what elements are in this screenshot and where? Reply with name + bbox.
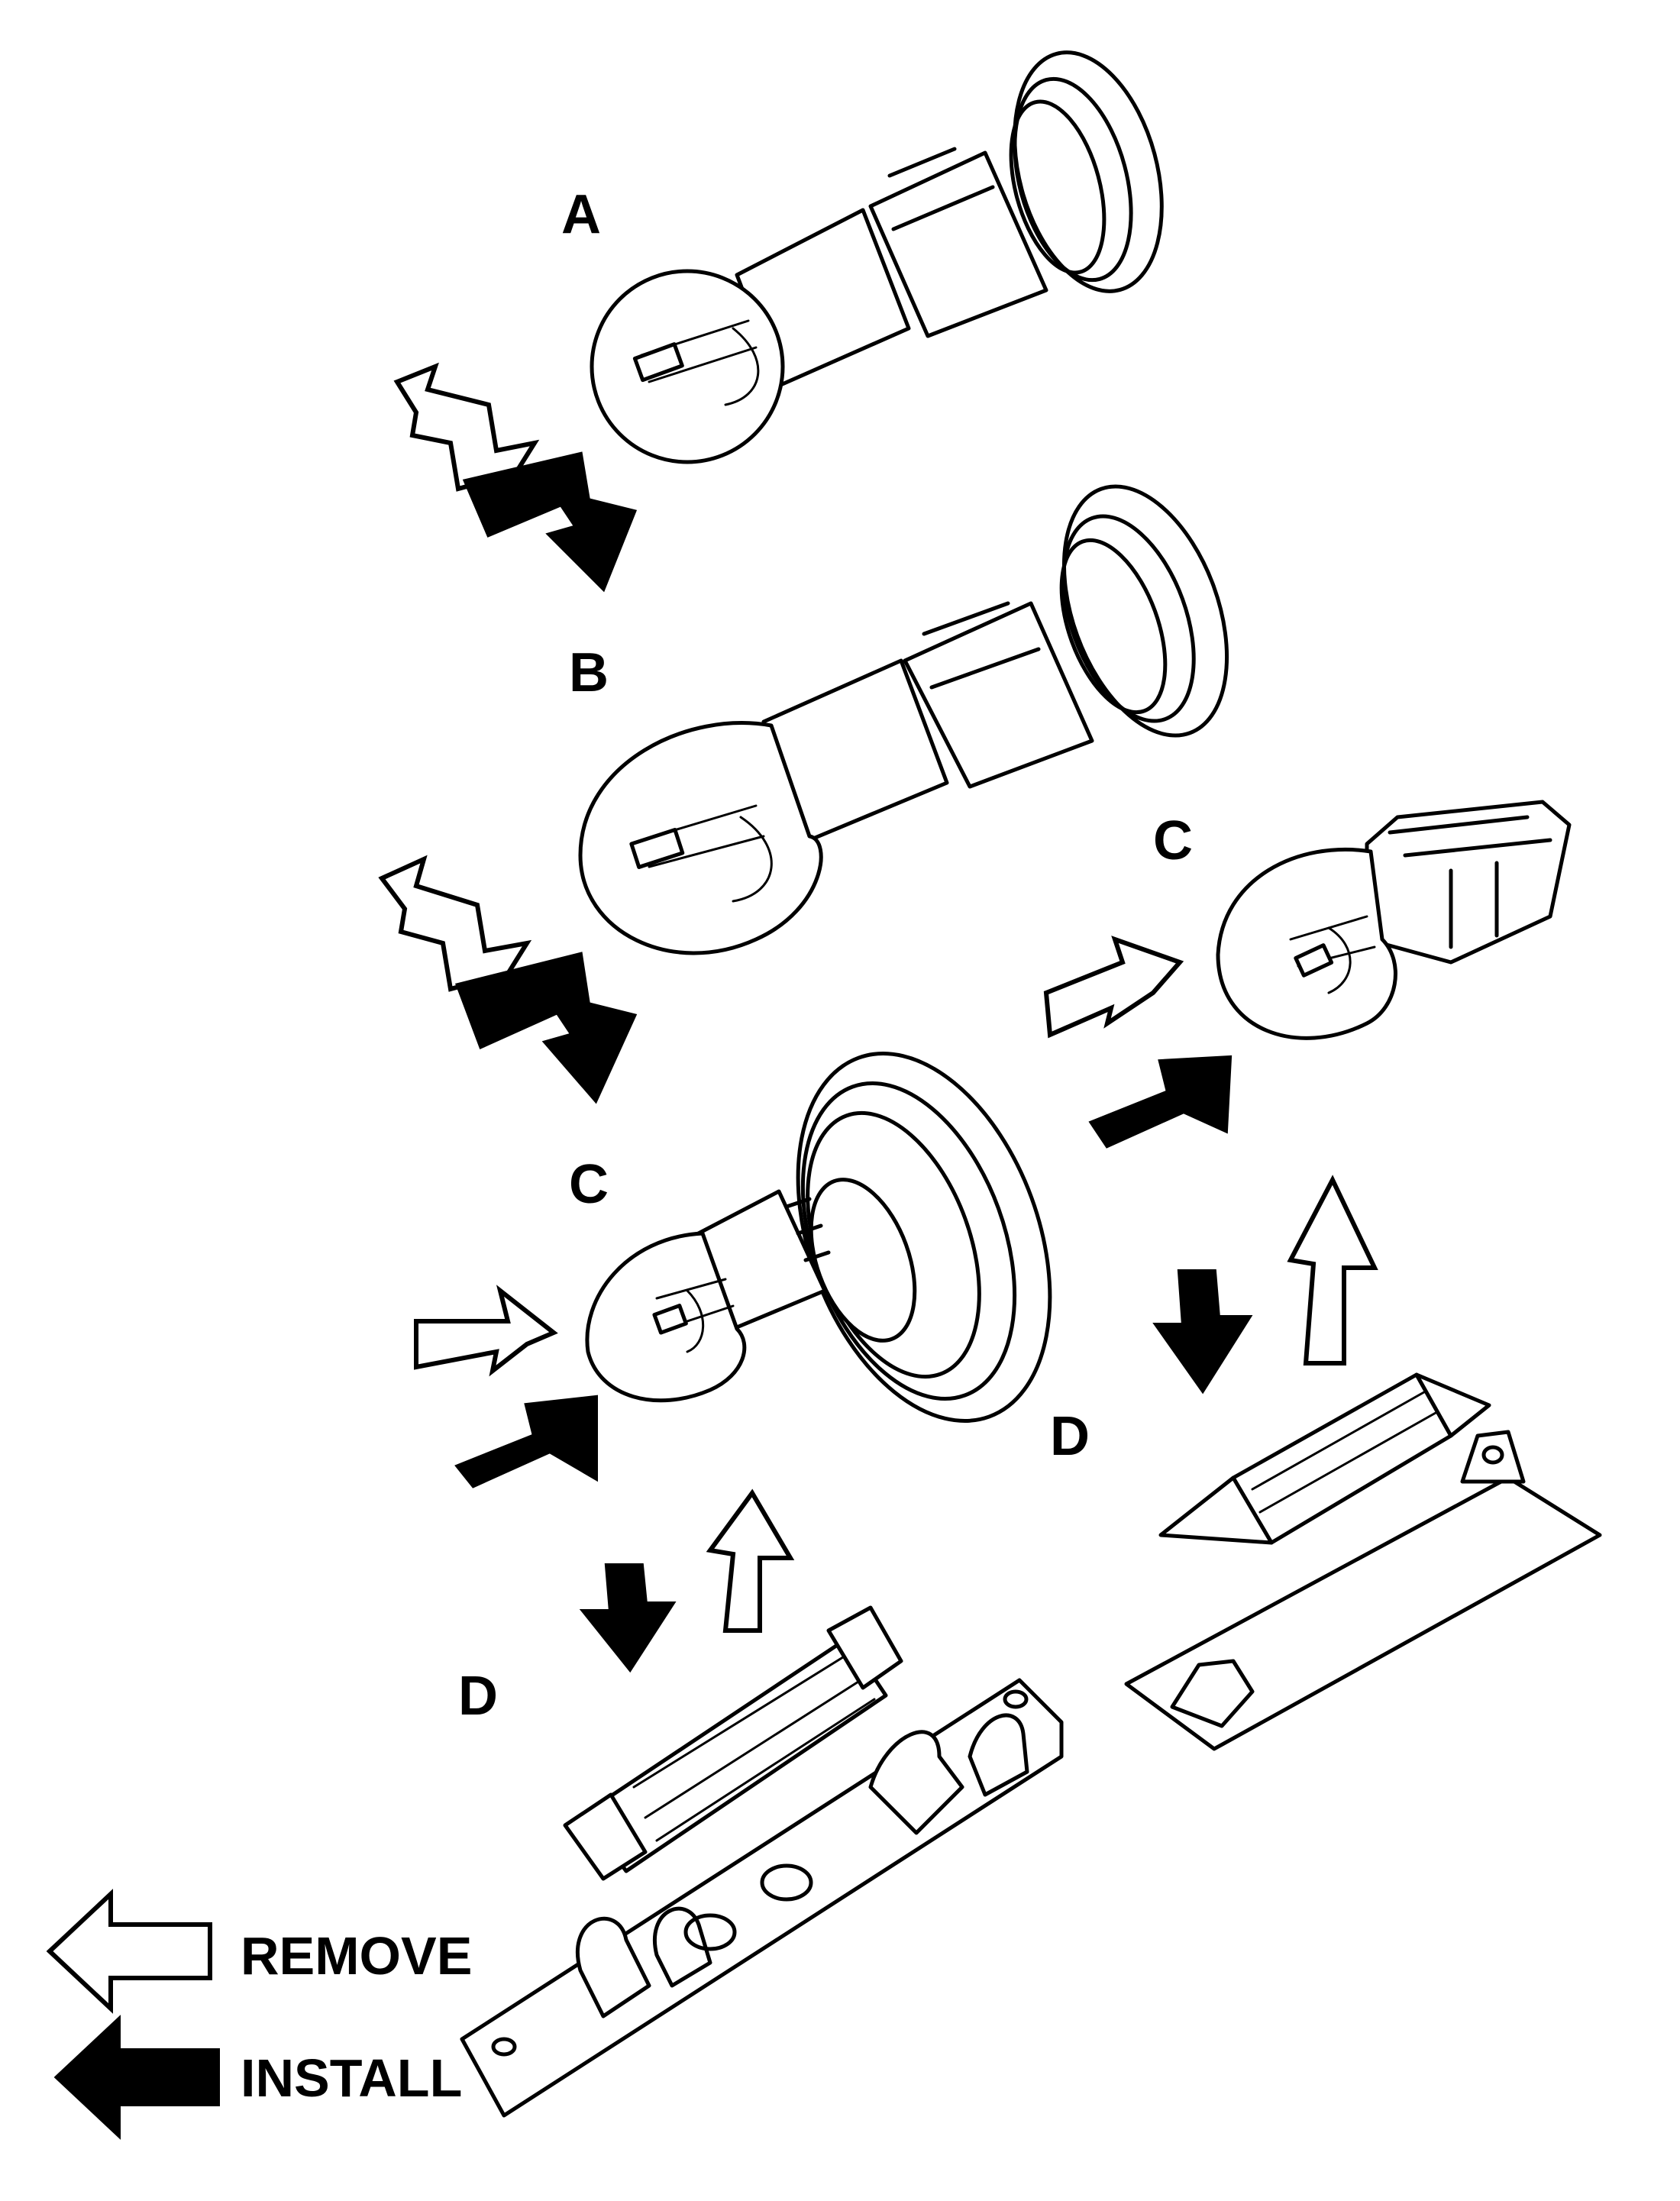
label-d-right: D [1050,1406,1090,1467]
remove-legend-arrow-icon [46,1889,212,2014]
bulb-c-right-assembly [1216,800,1572,1040]
label-d-left: D [458,1666,498,1727]
install-legend-arrow-icon [53,2015,220,2140]
bulb-b-remove-arrow [378,855,532,992]
bulb-b-install-arrow [455,952,638,1104]
bulb-c-left-remove-arrow [414,1285,558,1377]
bulb-c-left-assembly [585,1052,1052,1423]
label-c-left: C [569,1154,609,1215]
festoon-d-left-assembly [460,1605,1064,2118]
legend: REMOVE INSTALL [46,1889,472,2140]
bulb-b-assembly [578,484,1229,955]
festoon-d-right-install-arrow [1152,1269,1253,1395]
festoon-d-left-install-arrow [579,1563,677,1673]
festoon-d-right-assembly [1124,1372,1602,1751]
festoon-d-left-remove-arrow [706,1488,795,1633]
legend-install-label: INSTALL [241,2048,462,2108]
label-c-right: C [1153,810,1193,871]
bulb-a-assembly [590,50,1164,464]
label-a: A [561,184,601,245]
bulb-c-right-remove-arrow [1043,936,1184,1039]
festoon-d-right-remove-arrow [1287,1175,1378,1366]
bulb-a-install-arrow [462,451,638,593]
bulb-a-remove-arrow [393,362,540,492]
bulb-c-left-install-arrow [454,1395,598,1488]
label-b: B [569,642,609,703]
bulb-c-right-install-arrow [1088,1055,1233,1149]
legend-remove-label: REMOVE [241,1926,472,1986]
